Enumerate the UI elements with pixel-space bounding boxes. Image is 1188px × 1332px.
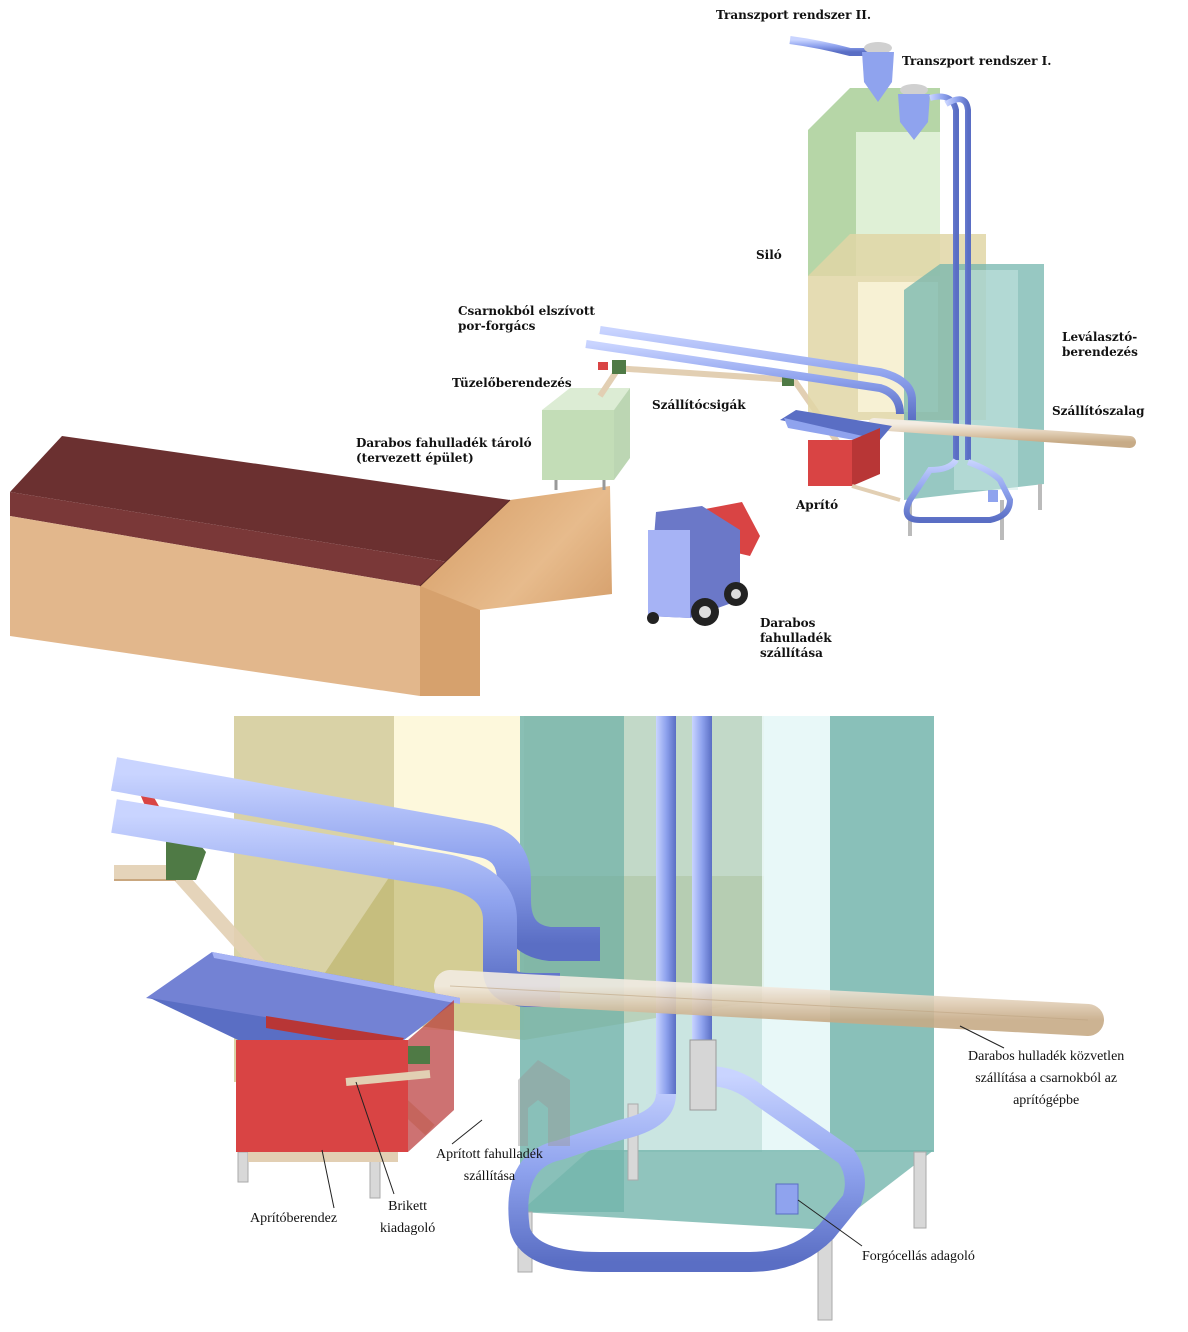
separator [904, 264, 1044, 540]
conveyor-belt-detail [434, 970, 1104, 1036]
storage-building [10, 436, 612, 696]
separator-panel-light [762, 716, 830, 1152]
label-wood-transport: Darabos fahulladék szállítása [760, 616, 832, 660]
label-storage-building: Darabos fahulladék tároló (tervezett épü… [356, 436, 532, 465]
separator-floor [520, 1150, 934, 1230]
label-direct-transport: Darabos hulladék közvetlen szállítása a … [968, 1049, 1125, 1108]
label-shredder-device: Aprítóberendez [250, 1211, 338, 1226]
label-shredded-transport: Aprított fahulladék szállítása [436, 1147, 543, 1184]
label-separator: Leválasztó- berendezés [1062, 330, 1138, 359]
label-rotary-feeder: Forgócellás adagoló [862, 1249, 975, 1264]
label-hall-dust: Csarnokból elszívott por-forgács [458, 304, 595, 333]
label-shredder: Aprító [796, 498, 839, 512]
label-transport-1: Transzport rendszer I. [902, 54, 1052, 68]
label-transport-2: Transzport rendszer II. [716, 8, 872, 22]
truck [647, 502, 760, 626]
outlet-funnel [518, 1060, 570, 1146]
label-silo: Siló [756, 248, 782, 262]
furnace [542, 388, 630, 490]
shredder [780, 410, 901, 502]
separator-panel-right [830, 716, 934, 1152]
overview-view [10, 36, 1136, 696]
shredder-detail [146, 952, 460, 1162]
label-screw-conveyors: Szállítócsigák [652, 398, 746, 412]
conveyor-belt [868, 418, 1136, 448]
label-conveyor-belt: Szállítószalag [1052, 404, 1145, 418]
detail-view [110, 716, 1104, 1321]
label-briquette-dispenser: Brikett kiadagoló [380, 1199, 436, 1236]
leader-lines [321, 1025, 1005, 1247]
label-furnace: Tüzelőberendezés [452, 376, 572, 390]
transport-pipes [585, 36, 1014, 523]
